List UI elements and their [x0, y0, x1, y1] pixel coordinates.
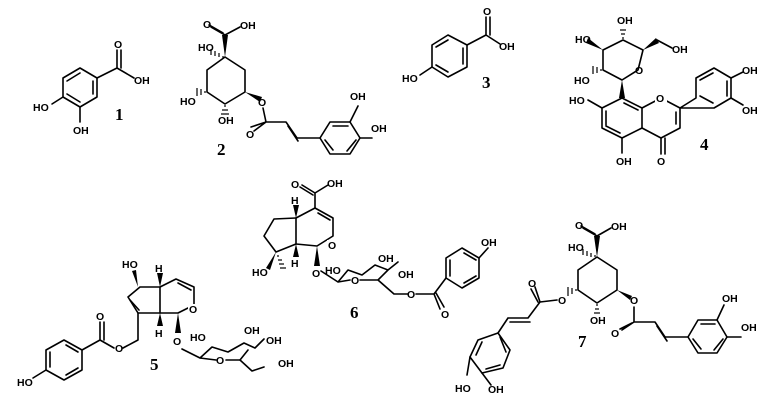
atom-oh: OH: [616, 156, 632, 168]
atom-ho: HO: [455, 383, 471, 395]
atom-ho: HO: [198, 42, 214, 54]
atom-ho: HO: [190, 332, 206, 344]
atom-o: O: [441, 309, 449, 321]
atom-ho: HO: [575, 34, 591, 46]
atom-o: O: [656, 93, 664, 105]
atom-oh: OH: [266, 335, 282, 347]
atom-oh: OH: [378, 253, 394, 265]
compound-label-5: 5: [150, 355, 159, 374]
atom-oh: OH: [499, 41, 515, 53]
atom-o: O: [328, 240, 336, 252]
atom-oh: OH: [672, 44, 688, 56]
atom-o: O: [611, 328, 619, 340]
atom-oh: OH: [722, 293, 738, 305]
atom-ho: HO: [325, 265, 341, 277]
atom-o: O: [575, 220, 583, 232]
atom-oh: OH: [611, 221, 627, 233]
atom-o: O: [189, 304, 197, 316]
atom-o: O: [312, 268, 320, 280]
atom-o: O: [483, 6, 491, 18]
atom-oh: OH: [590, 315, 606, 327]
atom-oh: OH: [240, 20, 256, 32]
atom-h: H: [291, 195, 299, 207]
atom-oh: OH: [488, 384, 504, 396]
atom-o: O: [173, 336, 181, 348]
compound-2-structure: O OH HO HO OH O O OH OH 2: [180, 19, 387, 159]
atom-h: H: [155, 263, 163, 275]
atom-ho: HO: [402, 73, 418, 85]
atom-o: O: [291, 179, 299, 191]
atom-ho: HO: [33, 102, 49, 114]
atom-oh: OH: [742, 65, 758, 77]
compound-7-structure: O OH HO O OH O O HO OH O OH OH 7: [455, 220, 757, 396]
atom-oh: OH: [371, 123, 387, 135]
atom-o: O: [115, 343, 123, 355]
compound-4-structure: OH HO OH O HO O O HO OH OH OH 4: [569, 15, 758, 168]
atom-ho: HO: [568, 242, 584, 254]
atom-oh: OH: [742, 105, 758, 117]
atom-oh: OH: [481, 237, 497, 249]
atom-oh: OH: [73, 125, 89, 137]
atom-ho: HO: [252, 267, 268, 279]
compound-label-4: 4: [700, 135, 709, 154]
atom-oh: OH: [350, 91, 366, 103]
atom-o: O: [558, 295, 566, 307]
atom-ho: HO: [569, 95, 585, 107]
atom-o: O: [114, 39, 122, 51]
atom-o: O: [635, 65, 643, 77]
atom-h: H: [291, 258, 299, 270]
atom-oh: OH: [398, 269, 414, 281]
atom-oh: OH: [617, 15, 633, 27]
atom-oh: OH: [278, 358, 294, 370]
atom-h: H: [155, 328, 163, 340]
atom-ho: HO: [122, 259, 138, 271]
atom-o: O: [96, 311, 104, 323]
atom-o: O: [258, 97, 266, 109]
atom-ho: HO: [17, 377, 33, 389]
compound-3-structure: O OH HO 3: [402, 6, 515, 92]
atom-o: O: [630, 295, 638, 307]
atom-oh: OH: [244, 325, 260, 337]
compound-label-3: 3: [482, 73, 491, 92]
atom-o: O: [657, 156, 665, 168]
compound-6-structure: O OH O H H HO O O HO OH OH O O OH 6: [252, 178, 497, 322]
atom-oh: OH: [218, 115, 234, 127]
compound-1-structure: O OH HO OH 1: [33, 39, 150, 137]
atom-oh: OH: [134, 75, 150, 87]
compound-5-structure: HO H H O O O O HO O HO OH OH OH 5: [17, 259, 294, 389]
atom-ho: HO: [574, 75, 590, 87]
atom-o: O: [407, 289, 415, 301]
atom-o: O: [351, 275, 359, 287]
atom-oh: OH: [741, 322, 757, 334]
atom-o: O: [528, 278, 536, 290]
compound-label-6: 6: [350, 303, 359, 322]
compound-label-2: 2: [217, 140, 226, 159]
compound-label-7: 7: [578, 332, 587, 351]
atom-o: O: [216, 355, 224, 367]
atom-o: O: [203, 19, 211, 31]
compound-label-1: 1: [115, 105, 124, 124]
atom-ho: HO: [180, 96, 196, 108]
atom-o: O: [246, 129, 254, 141]
atom-oh: OH: [327, 178, 343, 190]
